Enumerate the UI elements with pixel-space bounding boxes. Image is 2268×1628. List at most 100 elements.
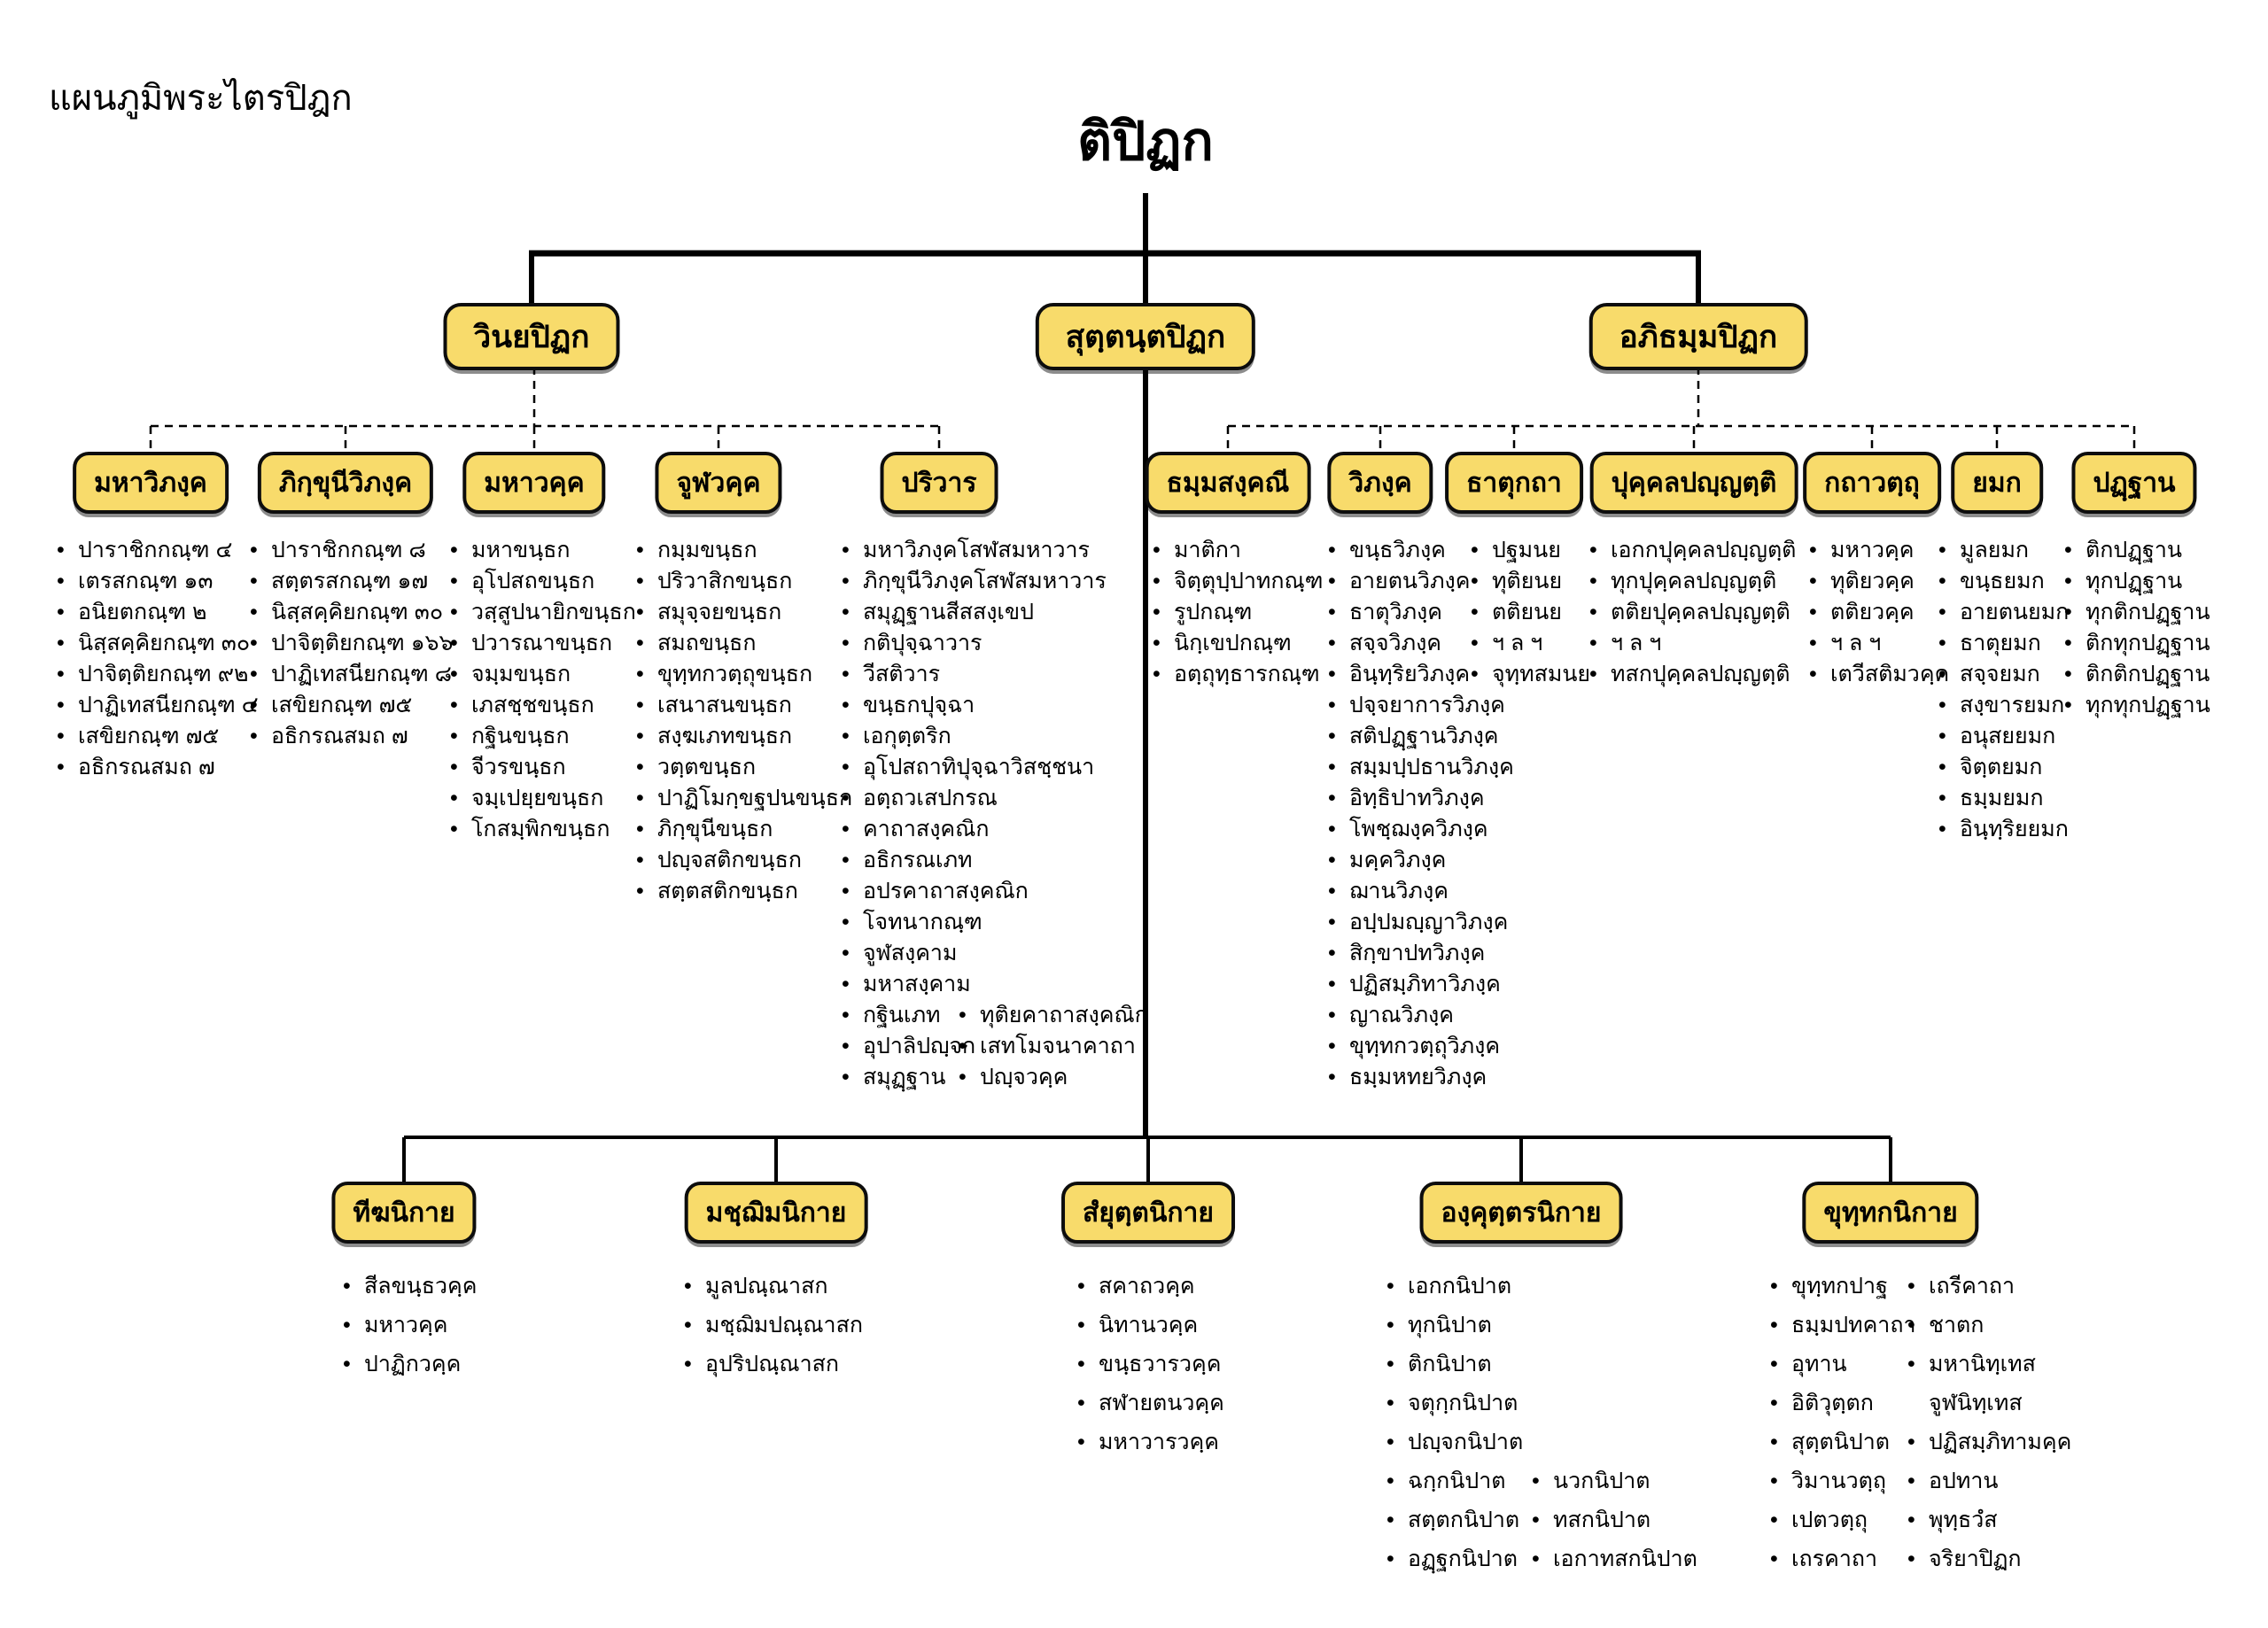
list-item: อปฺปมญฺญาวิภงฺค (1326, 907, 1514, 938)
list-item: จตุกฺกนิปาต (1385, 1384, 1523, 1423)
list-item: ปฐมนย (1469, 535, 1590, 566)
node-abhidhamma-pitaka: อภิธมฺมปิฏก (1588, 303, 1808, 370)
list-item: ญาณวิภงฺค (1326, 1000, 1514, 1031)
item-column: เอกกปุคฺคลปญฺญตฺติทุกปุคฺคลปญฺญตฺติตติยป… (1588, 535, 1796, 690)
item-column: นวกนิปาตทสกนิปาตเอกาทสกนิปาต (1530, 1461, 1697, 1578)
item-column: ติกปฏฺฐานทุกปฏฺฐานทุกติกปฏฺฐานติกทุกปฏฺฐ… (2062, 535, 2210, 721)
list-item: อุปริปณฺณาสก (682, 1345, 863, 1384)
list-item: กฐินเภท (840, 1000, 1107, 1031)
list-item: คาถาสงฺคณิก (840, 814, 1107, 845)
list-culavagga: กมฺมขนฺธกปริวาสิกขนฺธกสมุจฺจยขนฺธกสมถขนฺ… (634, 535, 852, 907)
list-item: อตฺถวเสปกรณ (840, 783, 1107, 814)
list-item: จีวรขนฺธก (448, 752, 636, 783)
list-item: ปริวาสิกขนฺธก (634, 566, 852, 597)
node-mahavibhanga: มหาวิภงฺค (73, 452, 229, 514)
list-item: ชาตก (1906, 1306, 2071, 1345)
list-item: เถรีคาถา (1906, 1267, 2071, 1306)
list-item: มหานิทฺเทส (1906, 1345, 2071, 1384)
list-item: ปาฏิกวคฺค (341, 1345, 478, 1384)
list-item: ทสกปุคฺคลปญฺญตฺติ (1588, 659, 1796, 690)
list-item: ขนฺธยมก (1937, 566, 2069, 597)
list-item: วตฺตขนฺธก (634, 752, 852, 783)
list-item: เภสชฺชขนฺธก (448, 690, 636, 721)
list-item: เตรสกณฺฑ ๑๓ (55, 566, 259, 597)
list-item: จมฺมขนฺธก (448, 659, 636, 690)
node-dighanikaya: ทีฆนิกาย (331, 1182, 477, 1244)
item-column: มาติกาจิตฺตุปฺปาทกณฺฑรูปกณฺฑนิกฺเขปกณฺฑอ… (1151, 535, 1323, 690)
item-column: ปฐมนยทุติยนยตติยนยฯ ล ฯจุทฺทสมนย (1469, 535, 1590, 690)
list-majjhimanikaya: มูลปณฺณาสกมชฺฌิมปณฺณาสกอุปริปณฺณาสก (682, 1267, 863, 1384)
item-column: ปาราชิกกณฺฑ ๘สตฺตรสกณฺฑ ๑๗นิสฺสคฺคิยกณฺฑ… (248, 535, 453, 752)
list-item: วีสติวาร (840, 659, 1107, 690)
list-item: ปวารณาขนฺธก (448, 628, 636, 659)
list-item: ปาฏิโมกฺขฐปนขนฺธก (634, 783, 852, 814)
list-item: อฏฺฐกนิปาต (1385, 1539, 1523, 1578)
list-item: ขุทฺทกปาฐ (1768, 1267, 1916, 1306)
list-parivara: มหาวิภงฺคโสฬสมหาวารภิกฺขุนีวิภงฺคโสฬสมหา… (840, 535, 1148, 1093)
list-item: อนิยตกณฺฑ ๒ (55, 597, 259, 628)
list-item: กติปุจฺฉาวาร (840, 628, 1107, 659)
list-patthana: ติกปฏฺฐานทุกปฏฺฐานทุกติกปฏฺฐานติกทุกปฏฺฐ… (2062, 535, 2210, 721)
list-item: ปาจิตฺติยกณฺฑ ๙๒ (55, 659, 259, 690)
list-item: ธาตุวิภงฺค (1326, 597, 1514, 628)
list-item: ติกปฏฺฐาน (2062, 535, 2210, 566)
list-item: ทุกปุคฺคลปญฺญตฺติ (1588, 566, 1796, 597)
list-item: ปฏิสมฺภิทาวิภงฺค (1326, 969, 1514, 1000)
list-item: ขนฺธกปุจฺฉา (840, 690, 1107, 721)
list-item: สุตฺตนิปาต (1768, 1423, 1916, 1461)
list-item: เปตวตฺถุ (1768, 1500, 1916, 1539)
list-mahavibhanga: ปาราชิกกณฺฑ ๔เตรสกณฺฑ ๑๓อนิยตกณฺฑ ๒นิสฺส… (55, 535, 259, 783)
list-item: ทุติยนย (1469, 566, 1590, 597)
node-yamaka: ยมก (1951, 452, 2043, 514)
list-item: อุทาน (1768, 1345, 1916, 1384)
item-column: ขุทฺทกปาฐธมฺมปทคาถาอุทานอิติวุตฺตกสุตฺตน… (1768, 1267, 1916, 1578)
list-item: เสขิยกณฺฑ ๗๕ (248, 690, 453, 721)
list-item: สตฺตสติกขนฺธก (634, 876, 852, 907)
list-item: สมุจฺจยขนฺธก (634, 597, 852, 628)
list-item: เสนาสนขนฺธก (634, 690, 852, 721)
node-puggalapannatti: ปุคฺคลปญฺญตฺติ (1589, 452, 1798, 514)
list-item: วิมานวตฺถุ (1768, 1461, 1916, 1500)
list-item: ฉกฺกนิปาต (1385, 1461, 1523, 1500)
list-item: ฯ ล ฯ (1469, 628, 1590, 659)
list-item: กฐินขนฺธก (448, 721, 636, 752)
list-item: ฌานวิภงฺค (1326, 876, 1514, 907)
list-item: ตติยนย (1469, 597, 1590, 628)
list-item: เอกุตฺตริก (840, 721, 1107, 752)
list-item: ปจฺจยาการวิภงฺค (1326, 690, 1514, 721)
list-khuddakanikaya: ขุทฺทกปาฐธมฺมปทคาถาอุทานอิติวุตฺตกสุตฺตน… (1768, 1267, 2071, 1578)
list-item: ทุกนิปาต (1385, 1306, 1523, 1345)
list-item: อธิกรณสมถ ๗ (55, 752, 259, 783)
list-item: ธมฺมหทยวิภงฺค (1326, 1062, 1514, 1093)
item-column: มูลยมกขนฺธยมกอายตนยมกธาตุยมกสจฺจยมกสงฺขา… (1937, 535, 2069, 845)
list-item: อายตนวิภงฺค (1326, 566, 1514, 597)
list-anguttaranikaya: เอกกนิปาตทุกนิปาตติกนิปาตจตุกฺกนิปาตปญฺจ… (1385, 1267, 1697, 1578)
list-item: ปาจิตฺติยกณฺฑ ๑๖๖ (248, 628, 453, 659)
list-item: ขุทฺทกวตฺถุขนฺธก (634, 659, 852, 690)
item-column: ปาราชิกกณฺฑ ๔เตรสกณฺฑ ๑๓อนิยตกณฺฑ ๒นิสฺส… (55, 535, 259, 783)
list-item: ปฏิสมฺภิทามคฺค (1906, 1423, 2071, 1461)
list-item: มชฺฌิมปณฺณาสก (682, 1306, 863, 1345)
list-kathavatthu: มหาวคฺคทุติยวคฺคตติยวคฺคฯ ล ฯเตวีสติมวคฺ… (1807, 535, 1949, 690)
item-column: กมฺมขนฺธกปริวาสิกขนฺธกสมุจฺจยขนฺธกสมถขนฺ… (634, 535, 852, 907)
list-item: อายตนยมก (1937, 597, 2069, 628)
list-bhikkhunivibhanga: ปาราชิกกณฺฑ ๘สตฺตรสกณฺฑ ๑๗นิสฺสคฺคิยกณฺฑ… (248, 535, 453, 752)
list-item: มาติกา (1151, 535, 1323, 566)
list-item: อุโปสถาทิปุจฺฉาวิสชฺชนา (840, 752, 1107, 783)
list-item: เอกาทสกนิปาต (1530, 1539, 1697, 1578)
list-item: อนุสยยมก (1937, 721, 2069, 752)
list-item: โจทนากณฺฑ (840, 907, 1107, 938)
list-item: อุโปสถขนฺธก (448, 566, 636, 597)
list-item: ติกติกปฏฺฐาน (2062, 659, 2210, 690)
list-mahavagga: มหาขนฺธกอุโปสถขนฺธกวสฺสูปนายิกขนฺธกปวารณ… (448, 535, 636, 845)
list-item: ภิกฺขุนีวิภงฺคโสฬสมหาวาร (840, 566, 1107, 597)
list-item: เสขิยกณฺฑ ๗๕ (55, 721, 259, 752)
list-item: นวกนิปาต (1530, 1461, 1697, 1500)
list-item: ติกนิปาต (1385, 1345, 1523, 1384)
list-item: ปญฺจสติกขนฺธก (634, 845, 852, 876)
item-column: มหาวคฺคทุติยวคฺคตติยวคฺคฯ ล ฯเตวีสติมวคฺ… (1807, 535, 1949, 690)
list-item: ปาฏิเทสนียกณฺฑ ๔ (55, 690, 259, 721)
node-majjhimanikaya: มชฺฌิมนิกาย (684, 1182, 868, 1244)
list-item: ทุกปฏฺฐาน (2062, 566, 2210, 597)
